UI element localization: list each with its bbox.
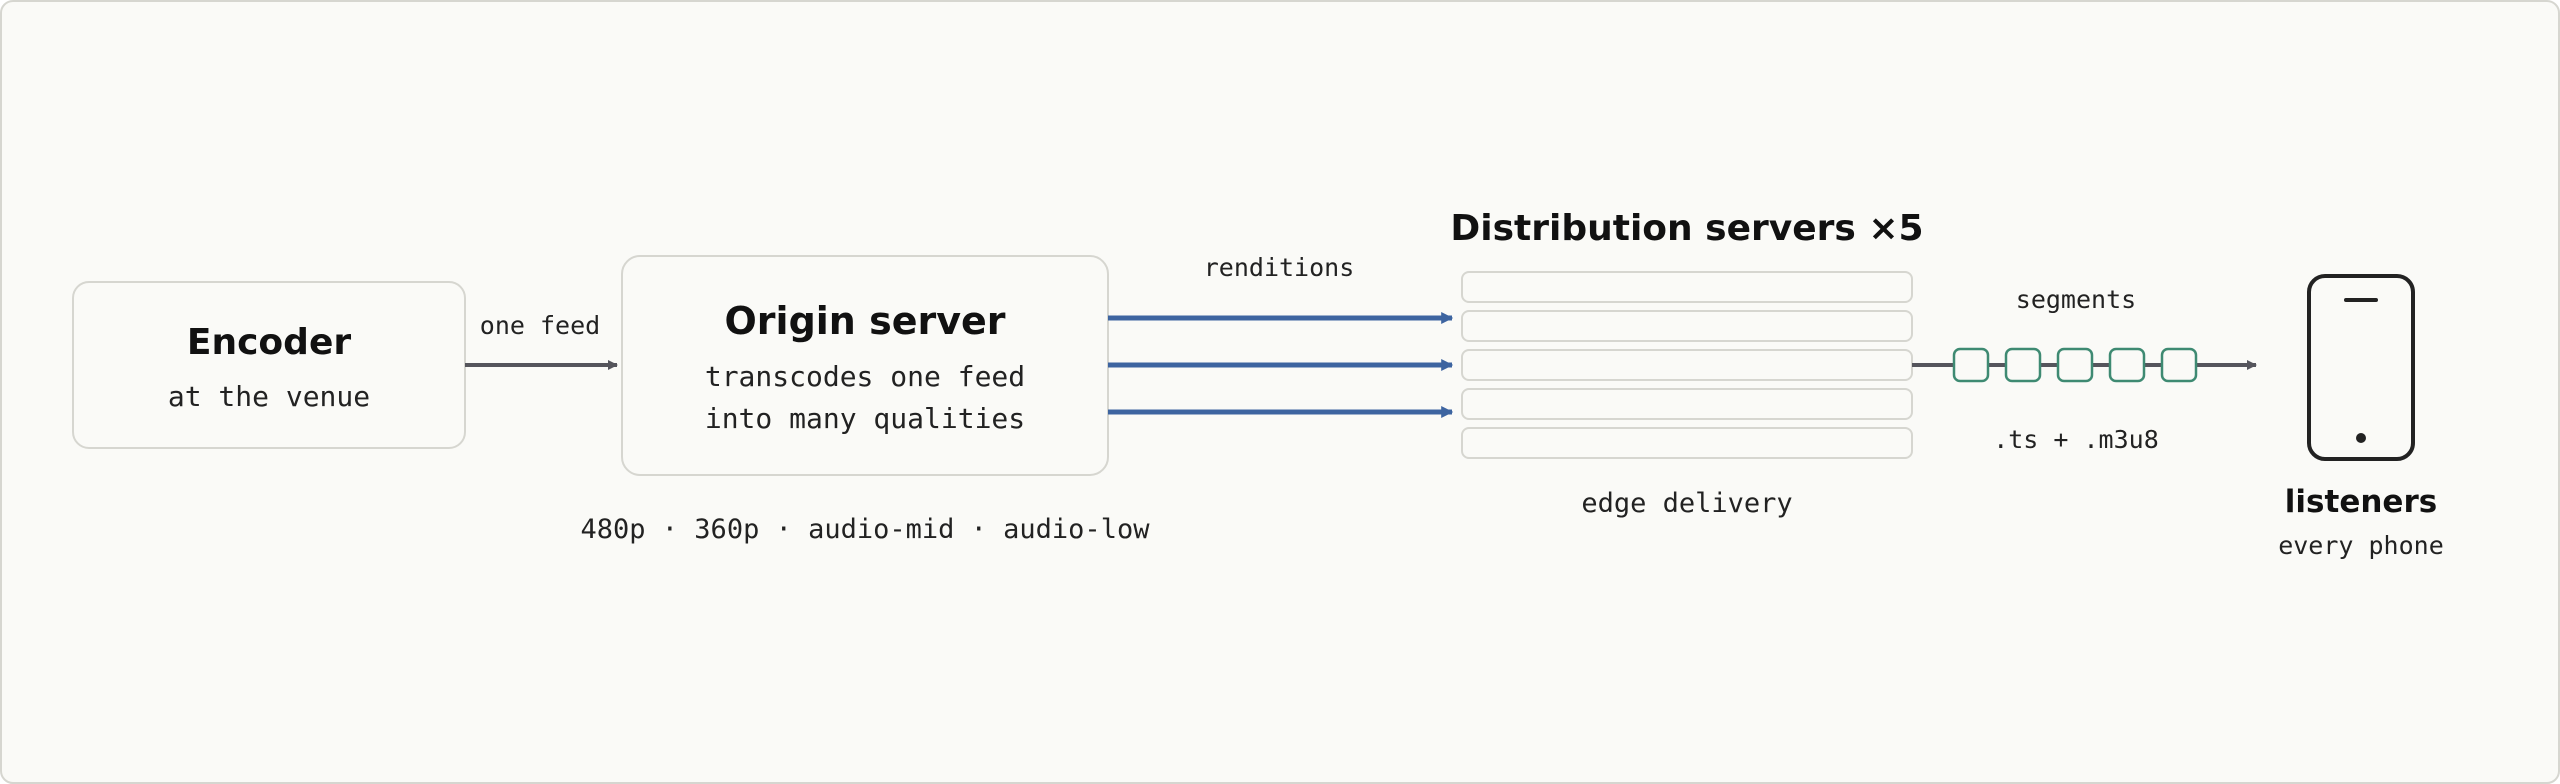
listeners-subtitle: every phone bbox=[2278, 531, 2444, 560]
renditions-label: renditions bbox=[1204, 253, 1355, 282]
origin-desc-line1: transcodes one feed bbox=[705, 360, 1025, 393]
distribution-server-5 bbox=[1461, 427, 1913, 459]
segment-chip-5 bbox=[2160, 347, 2198, 383]
segment-chip-4 bbox=[2108, 347, 2146, 383]
encoder-subtitle: at the venue bbox=[168, 380, 370, 413]
segment-chip-2 bbox=[2004, 347, 2042, 383]
encoder-origin-link: one feed bbox=[465, 311, 618, 370]
origin-title: Origin server bbox=[725, 299, 1006, 343]
encoder-title: Encoder bbox=[187, 322, 351, 363]
listeners-title: listeners bbox=[2285, 484, 2437, 520]
distribution-server-3 bbox=[1461, 349, 1913, 381]
encoder-node: Encoder at the venue bbox=[72, 281, 466, 449]
distribution-server-4 bbox=[1461, 388, 1913, 420]
origin-desc-line2: into many qualities bbox=[705, 402, 1025, 435]
distribution-server-2 bbox=[1461, 310, 1913, 342]
listeners-node: listeners every phone bbox=[2278, 274, 2444, 560]
renditions-list: 480p · 360p · audio-mid · audio-low bbox=[581, 514, 1151, 545]
origin-node: Origin server transcodes one feed into m… bbox=[621, 255, 1109, 476]
distribution-footer: edge delivery bbox=[1581, 488, 1792, 519]
segments-label: segments bbox=[2016, 285, 2136, 314]
phone-icon bbox=[2307, 274, 2415, 461]
distribution-server-1 bbox=[1461, 271, 1913, 303]
segments-sublabel: .ts + .m3u8 bbox=[1993, 425, 2159, 454]
origin-distribution-link: renditions bbox=[1108, 253, 1454, 418]
segment-chip-1 bbox=[1952, 347, 1990, 383]
one-feed-label: one feed bbox=[480, 311, 600, 340]
distribution-node: Distribution servers ×5 edge delivery bbox=[1450, 208, 1923, 519]
distribution-listeners-link: segments .ts + .m3u8 bbox=[1912, 285, 2257, 454]
distribution-title: Distribution servers ×5 bbox=[1450, 208, 1923, 249]
encoder-box bbox=[72, 281, 466, 449]
segment-chip-3 bbox=[2056, 347, 2094, 383]
